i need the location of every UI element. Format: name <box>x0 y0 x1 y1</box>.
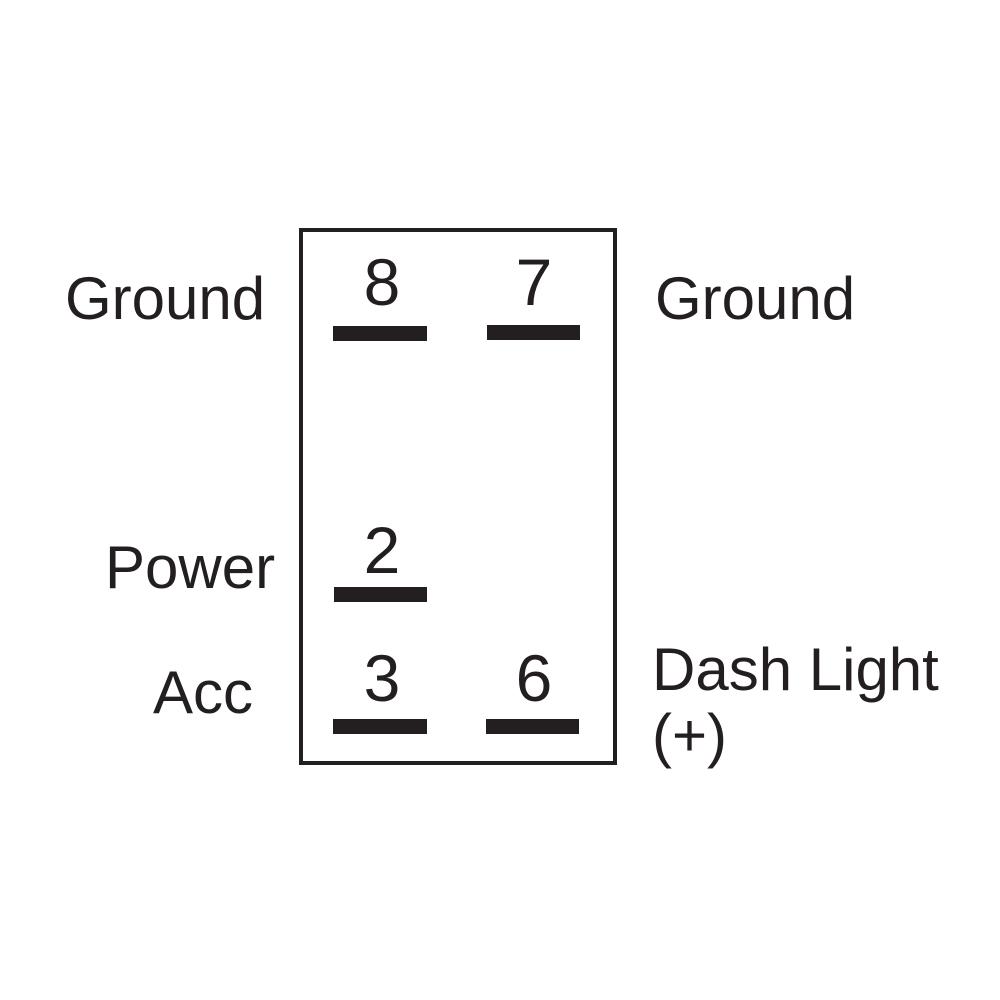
terminal-2-blade-icon <box>334 587 427 602</box>
terminal-8-number: 8 <box>363 245 401 319</box>
terminal-7-number: 7 <box>515 245 553 319</box>
label-dash-light: Dash Light <box>652 636 939 703</box>
terminal-7-blade-icon <box>487 325 580 340</box>
label-power: Power <box>105 534 276 601</box>
terminal-2-number: 2 <box>363 513 401 587</box>
label-ground-left: Ground <box>65 265 266 332</box>
label-acc: Acc <box>153 659 254 726</box>
terminal-8-blade-icon <box>333 326 427 341</box>
terminal-6-number: 6 <box>515 641 553 715</box>
terminal-6-blade-icon <box>486 719 579 734</box>
label-ground-right: Ground <box>655 265 856 332</box>
terminal-3-blade-icon <box>333 719 427 734</box>
terminal-3-number: 3 <box>363 641 401 715</box>
switch-body-outline <box>299 228 617 765</box>
label-dash-light-polarity: (+) <box>652 702 727 769</box>
